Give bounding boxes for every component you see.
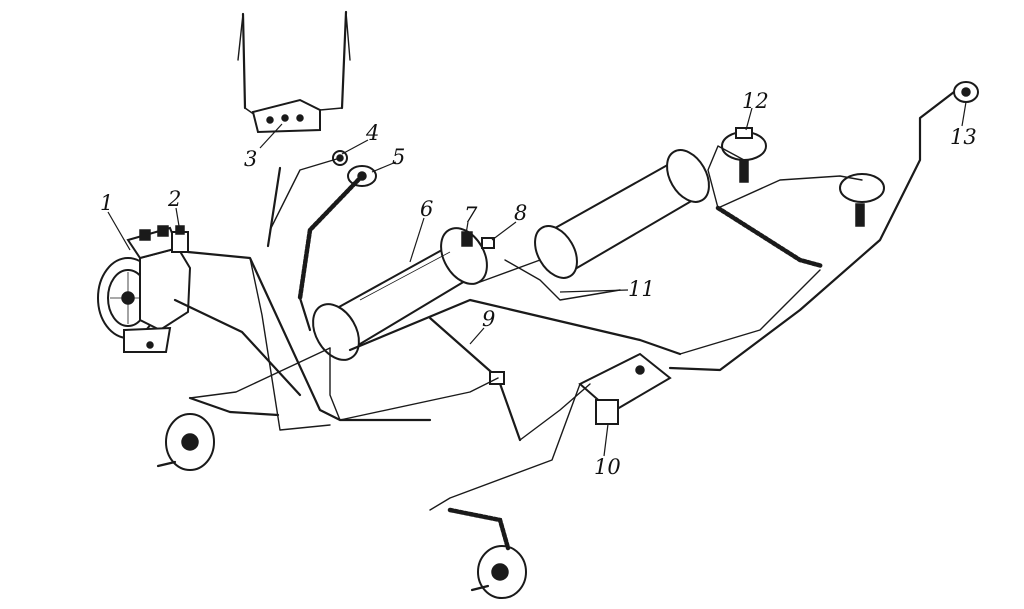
coupling-head [953, 81, 979, 103]
callout-labels: 1 2 3 4 5 6 7 8 9 10 11 12 13 [100, 89, 977, 479]
callout-5: 5 [392, 145, 405, 169]
callout-11: 11 [628, 277, 655, 301]
brake-chamber-bottom [470, 545, 527, 599]
callout-1: 1 [100, 191, 113, 215]
callout-4: 4 [365, 121, 379, 145]
callout-9: 9 [482, 307, 495, 331]
brake-chamber-left [156, 413, 215, 471]
callout-8: 8 [514, 201, 527, 225]
air-lines [173, 90, 956, 551]
parking-brake-lever [428, 316, 522, 442]
brake-chamber-front-right [721, 127, 767, 183]
callout-7: 7 [464, 203, 478, 227]
compressor-body [139, 246, 192, 332]
wiper-assembly [237, 10, 351, 134]
air-tank-rear [534, 149, 710, 279]
callout-12: 12 [742, 89, 769, 113]
air-compressor [97, 225, 192, 353]
callout-10: 10 [594, 455, 621, 479]
air-tank-front [312, 227, 488, 361]
callout-3: 3 [244, 147, 257, 171]
callout-2: 2 [167, 187, 181, 211]
callout-6: 6 [420, 197, 433, 221]
brake-valve [578, 352, 672, 425]
callout-13: 13 [950, 125, 977, 149]
brake-chamber-mid-right [839, 173, 885, 227]
leader-lines [107, 101, 967, 457]
compressor-mount [123, 326, 172, 353]
safety-valve [461, 231, 495, 249]
